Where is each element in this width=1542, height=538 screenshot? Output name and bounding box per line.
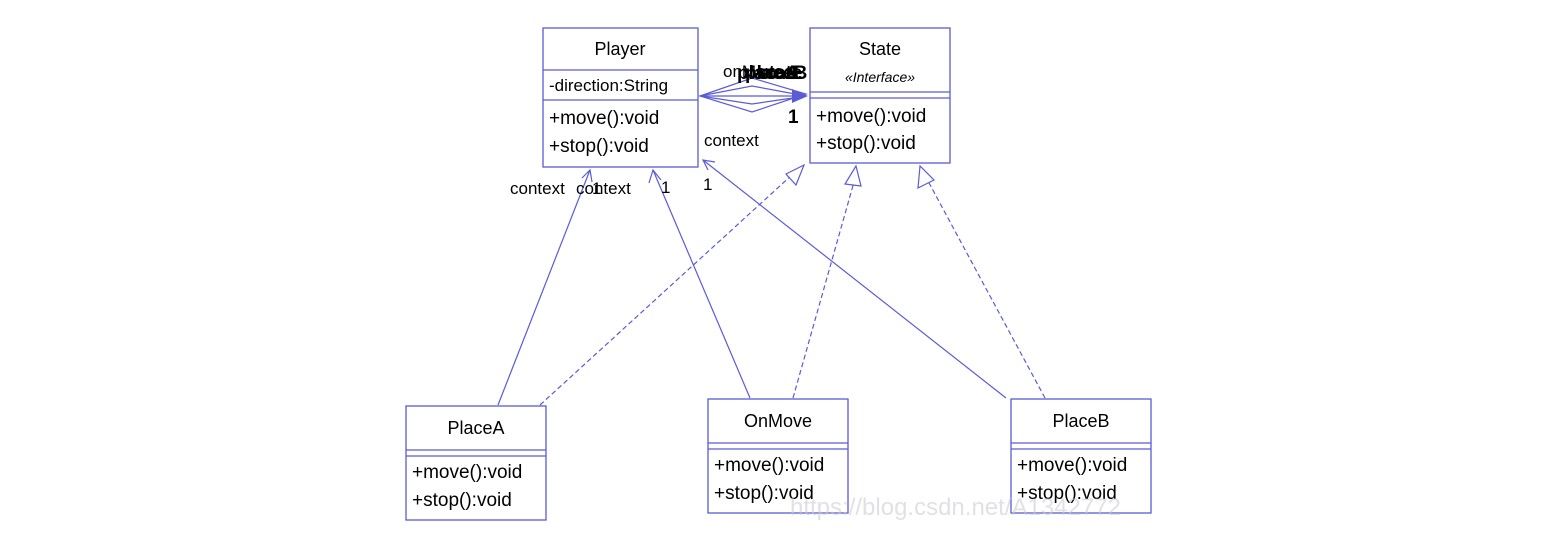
association-placea-player (497, 169, 591, 406)
association-placeb-player (702, 159, 1007, 399)
class-operation: +move():void (816, 106, 926, 127)
relationship-lines (497, 77, 1046, 406)
class-operation: +stop():void (412, 490, 512, 511)
multiplicity-label: 1 (592, 179, 601, 198)
realization-heads (785, 163, 936, 190)
triangle-placea-state (785, 163, 806, 187)
class-operation: +stop():void (816, 133, 916, 154)
context-label: context (510, 179, 565, 198)
context-label: context (704, 131, 759, 150)
role-label: state (758, 63, 802, 84)
arrow-placea-player (581, 168, 593, 183)
class-attribute: -direction:String (549, 76, 668, 95)
class-name: PlaceB (1052, 411, 1109, 431)
arrow-onmove-player (648, 168, 662, 184)
class-operation: +move():void (1017, 455, 1127, 476)
realization-onmove-state (792, 181, 855, 399)
multiplicity-label: 1 (788, 107, 799, 128)
aggregation-player-state (698, 77, 808, 113)
class-operation: +stop():void (714, 483, 814, 504)
role-label: onMove (723, 62, 783, 81)
arrowhead-state (792, 89, 808, 103)
class-player[interactable]: Player -direction:String +move():void +s… (542, 27, 699, 168)
class-operation: +move():void (412, 462, 522, 483)
class-stereotype: «Interface» (845, 69, 915, 85)
class-placeb[interactable]: PlaceB +move():void +stop():void (1010, 398, 1152, 514)
arrow-placeb-player (701, 159, 716, 171)
role-label: placeA (737, 63, 800, 84)
class-state[interactable]: State «Interface» +move():void +stop():v… (809, 27, 951, 164)
class-operation: +stop():void (1017, 483, 1117, 504)
class-name: State (859, 39, 901, 59)
class-onmove[interactable]: OnMove +move():void +stop():void (707, 398, 849, 514)
realization-placeb-state (927, 180, 1046, 399)
class-name: Player (594, 39, 645, 59)
multiplicity-label: 1 (703, 175, 712, 194)
class-placea[interactable]: PlaceA +move():void +stop():void (405, 405, 547, 521)
class-name: PlaceA (447, 418, 504, 438)
class-operation: +stop():void (549, 136, 649, 157)
context-label: context (576, 179, 631, 198)
role-label: placeB (745, 63, 807, 84)
triangle-placeb-state (917, 164, 936, 190)
realization-placea-state (539, 173, 794, 406)
multiplicity-label: 1 (788, 63, 799, 84)
class-name: OnMove (744, 411, 812, 431)
class-operation: +move():void (714, 455, 824, 476)
watermark: https://blog.csdn.net/A1342772 (790, 494, 1121, 521)
triangle-onmove-state (844, 164, 862, 187)
multiplicity-label: 1 (661, 178, 670, 197)
association-onmove-player (652, 169, 751, 399)
relationship-labels: onMove placeA placeB state 1 1 context c… (510, 62, 807, 198)
class-operation: +move():void (549, 108, 659, 129)
